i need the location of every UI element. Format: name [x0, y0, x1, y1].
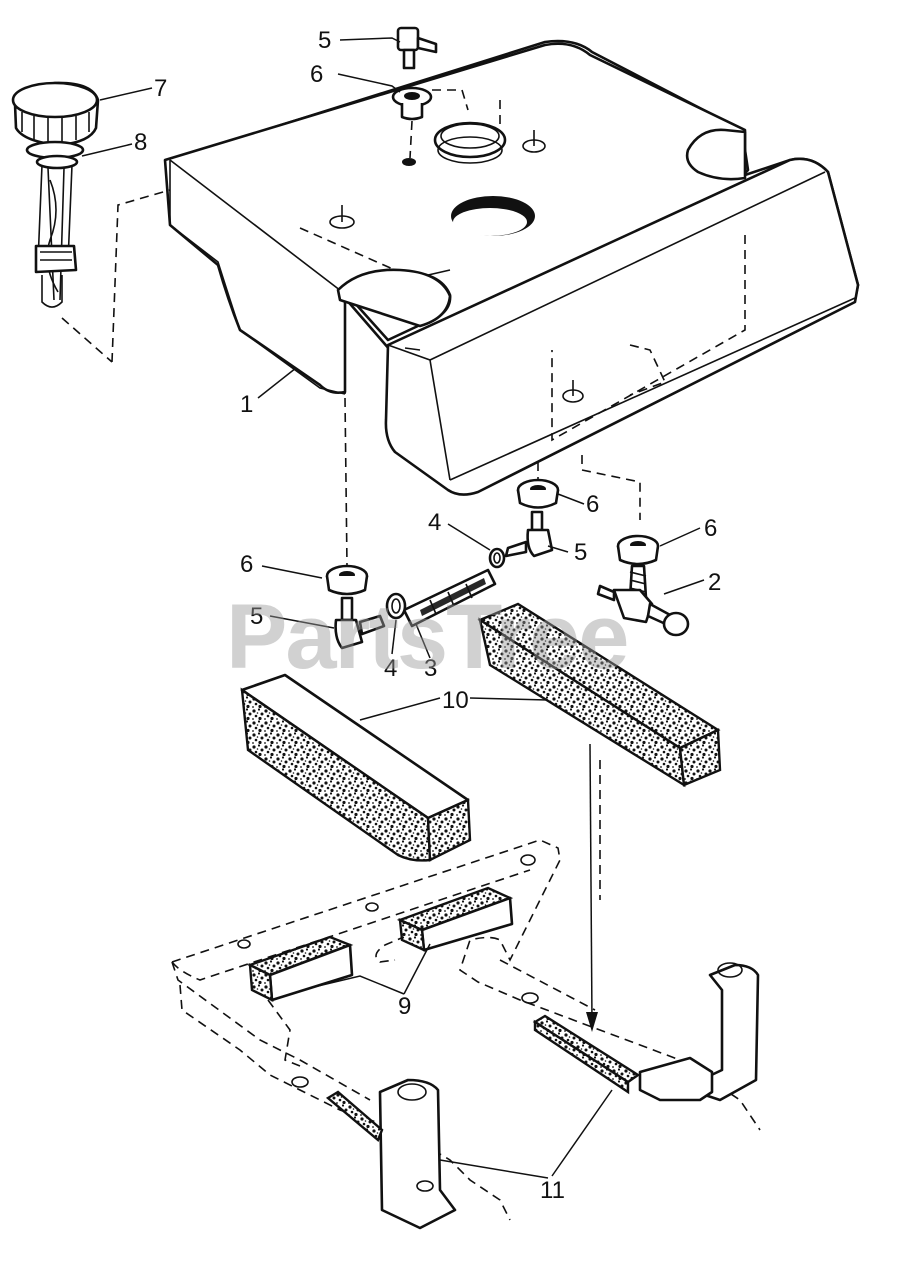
grommet-right-upper — [516, 462, 560, 509]
hose-clamp-left — [385, 592, 407, 620]
callout-5-left: 5 — [250, 603, 263, 630]
fuel-hose — [402, 568, 497, 628]
frame-pad-small-left — [246, 935, 354, 1003]
callout-4-upper: 4 — [428, 509, 441, 536]
frame-strip-left — [325, 1090, 384, 1142]
callout-6-top: 6 — [310, 61, 323, 88]
foam-pad-left — [240, 673, 472, 862]
callout-9: 9 — [398, 993, 411, 1020]
frame-strip-right — [532, 1014, 641, 1095]
callout-1: 1 — [240, 391, 253, 418]
shutoff-valve — [596, 564, 690, 637]
frame — [171, 760, 761, 1230]
frame-pad-small-right — [396, 886, 514, 952]
callout-6-left: 6 — [240, 551, 253, 578]
fuel-gauge-sender — [34, 154, 171, 363]
hose-clamp-right — [488, 547, 506, 569]
fuel-cap — [11, 81, 100, 160]
grommet-top — [391, 86, 469, 166]
elbow-fitting-right — [504, 510, 554, 558]
callout-8: 8 — [134, 129, 147, 156]
grommet-left — [325, 397, 369, 596]
callout-7: 7 — [154, 75, 167, 102]
callout-5-top: 5 — [318, 27, 331, 54]
callout-labels: 5 6 7 8 1 4 6 5 6 6 2 5 4 3 10 9 11 — [134, 27, 721, 1204]
callout-3: 3 — [424, 655, 437, 682]
install-arrow — [586, 743, 598, 1032]
fuel-tank — [163, 39, 860, 496]
grommet-right-lower — [581, 455, 660, 566]
callout-2: 2 — [708, 569, 721, 596]
leader-lines — [81, 37, 705, 1179]
elbow-fitting-top — [396, 26, 438, 70]
callout-6-right-upper: 6 — [586, 491, 599, 518]
foam-pad-right — [477, 602, 722, 788]
watermark: PartsTree — [226, 586, 627, 688]
callout-5-right: 5 — [574, 539, 587, 566]
callout-11: 11 — [540, 1177, 565, 1204]
callout-6-right-lower: 6 — [704, 515, 717, 542]
callout-10: 10 — [442, 687, 469, 714]
elbow-fitting-left — [334, 596, 386, 650]
callout-4-lower: 4 — [384, 655, 397, 682]
